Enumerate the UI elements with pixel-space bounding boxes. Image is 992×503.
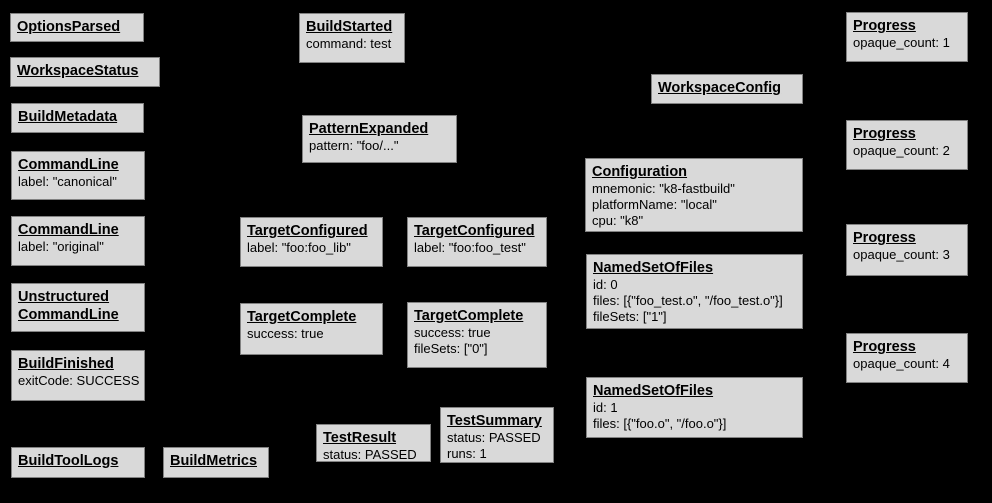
node-detail: mnemonic: "k8-fastbuild" <box>592 181 735 196</box>
node-detail: files: [{"foo_test.o", "/foo_test.o"}] <box>593 293 783 308</box>
node-detail: label: "foo:foo_lib" <box>247 240 351 255</box>
node-title: Progress <box>853 339 916 355</box>
node-detail: label: "foo:foo_test" <box>414 240 526 255</box>
node-detail: status: PASSED <box>323 447 417 462</box>
node-title: WorkspaceStatus <box>17 63 139 79</box>
node-title: TestResult <box>323 430 397 446</box>
node-title: TestSummary <box>447 413 542 429</box>
node-detail: files: [{"foo.o", "/foo.o"}] <box>593 416 727 431</box>
node-title: BuildToolLogs <box>18 453 119 469</box>
node-detail: exitCode: SUCCESS <box>18 373 140 388</box>
node-workspace-config: WorkspaceConfig <box>651 74 803 104</box>
node-detail: opaque_count: 4 <box>853 356 950 371</box>
node-title: TargetConfigured <box>414 223 535 239</box>
node-detail: pattern: "foo/..." <box>309 138 399 153</box>
node-options-parsed: OptionsParsed <box>10 13 144 42</box>
node-title: CommandLine <box>18 222 119 238</box>
node-title: Progress <box>853 126 916 142</box>
node-title: Unstructured <box>18 289 110 305</box>
node-workspace-status: WorkspaceStatus <box>10 57 160 87</box>
node-detail: id: 0 <box>593 277 618 292</box>
node-title: TargetComplete <box>247 309 357 325</box>
node-title: Progress <box>853 230 916 246</box>
node-title: BuildMetadata <box>18 109 118 125</box>
node-title: OptionsParsed <box>17 19 121 35</box>
node-detail: success: true <box>414 325 491 340</box>
node-detail: label: "canonical" <box>18 174 117 189</box>
node-title: BuildFinished <box>18 356 114 372</box>
node-title: BuildStarted <box>306 19 393 35</box>
node-title: CommandLine <box>18 157 119 173</box>
node-detail: label: "original" <box>18 239 104 254</box>
node-title: Progress <box>853 18 916 34</box>
node-detail: command: test <box>306 36 392 51</box>
node-title: NamedSetOfFiles <box>593 383 714 399</box>
node-title: CommandLine <box>18 307 119 323</box>
node-detail: platformName: "local" <box>592 197 717 212</box>
node-title: Configuration <box>592 164 688 180</box>
node-build-tool-logs: BuildToolLogs <box>11 447 145 478</box>
node-detail: fileSets: ["1"] <box>593 309 667 324</box>
node-title: WorkspaceConfig <box>658 80 782 96</box>
node-title: BuildMetrics <box>170 453 258 469</box>
node-detail: id: 1 <box>593 400 618 415</box>
node-title: TargetConfigured <box>247 223 368 239</box>
node-detail: runs: 1 <box>447 446 487 461</box>
node-title: NamedSetOfFiles <box>593 260 714 276</box>
node-detail: status: PASSED <box>447 430 541 445</box>
node-build-metrics: BuildMetrics <box>163 447 269 478</box>
node-detail: fileSets: ["0"] <box>414 341 488 356</box>
node-detail: opaque_count: 2 <box>853 143 950 158</box>
node-title: TargetComplete <box>414 308 524 324</box>
node-detail: opaque_count: 1 <box>853 35 950 50</box>
node-detail: success: true <box>247 326 324 341</box>
node-detail: cpu: "k8" <box>592 213 644 228</box>
node-detail: opaque_count: 3 <box>853 247 950 262</box>
node-title: PatternExpanded <box>309 121 429 137</box>
node-build-metadata: BuildMetadata <box>11 103 144 133</box>
